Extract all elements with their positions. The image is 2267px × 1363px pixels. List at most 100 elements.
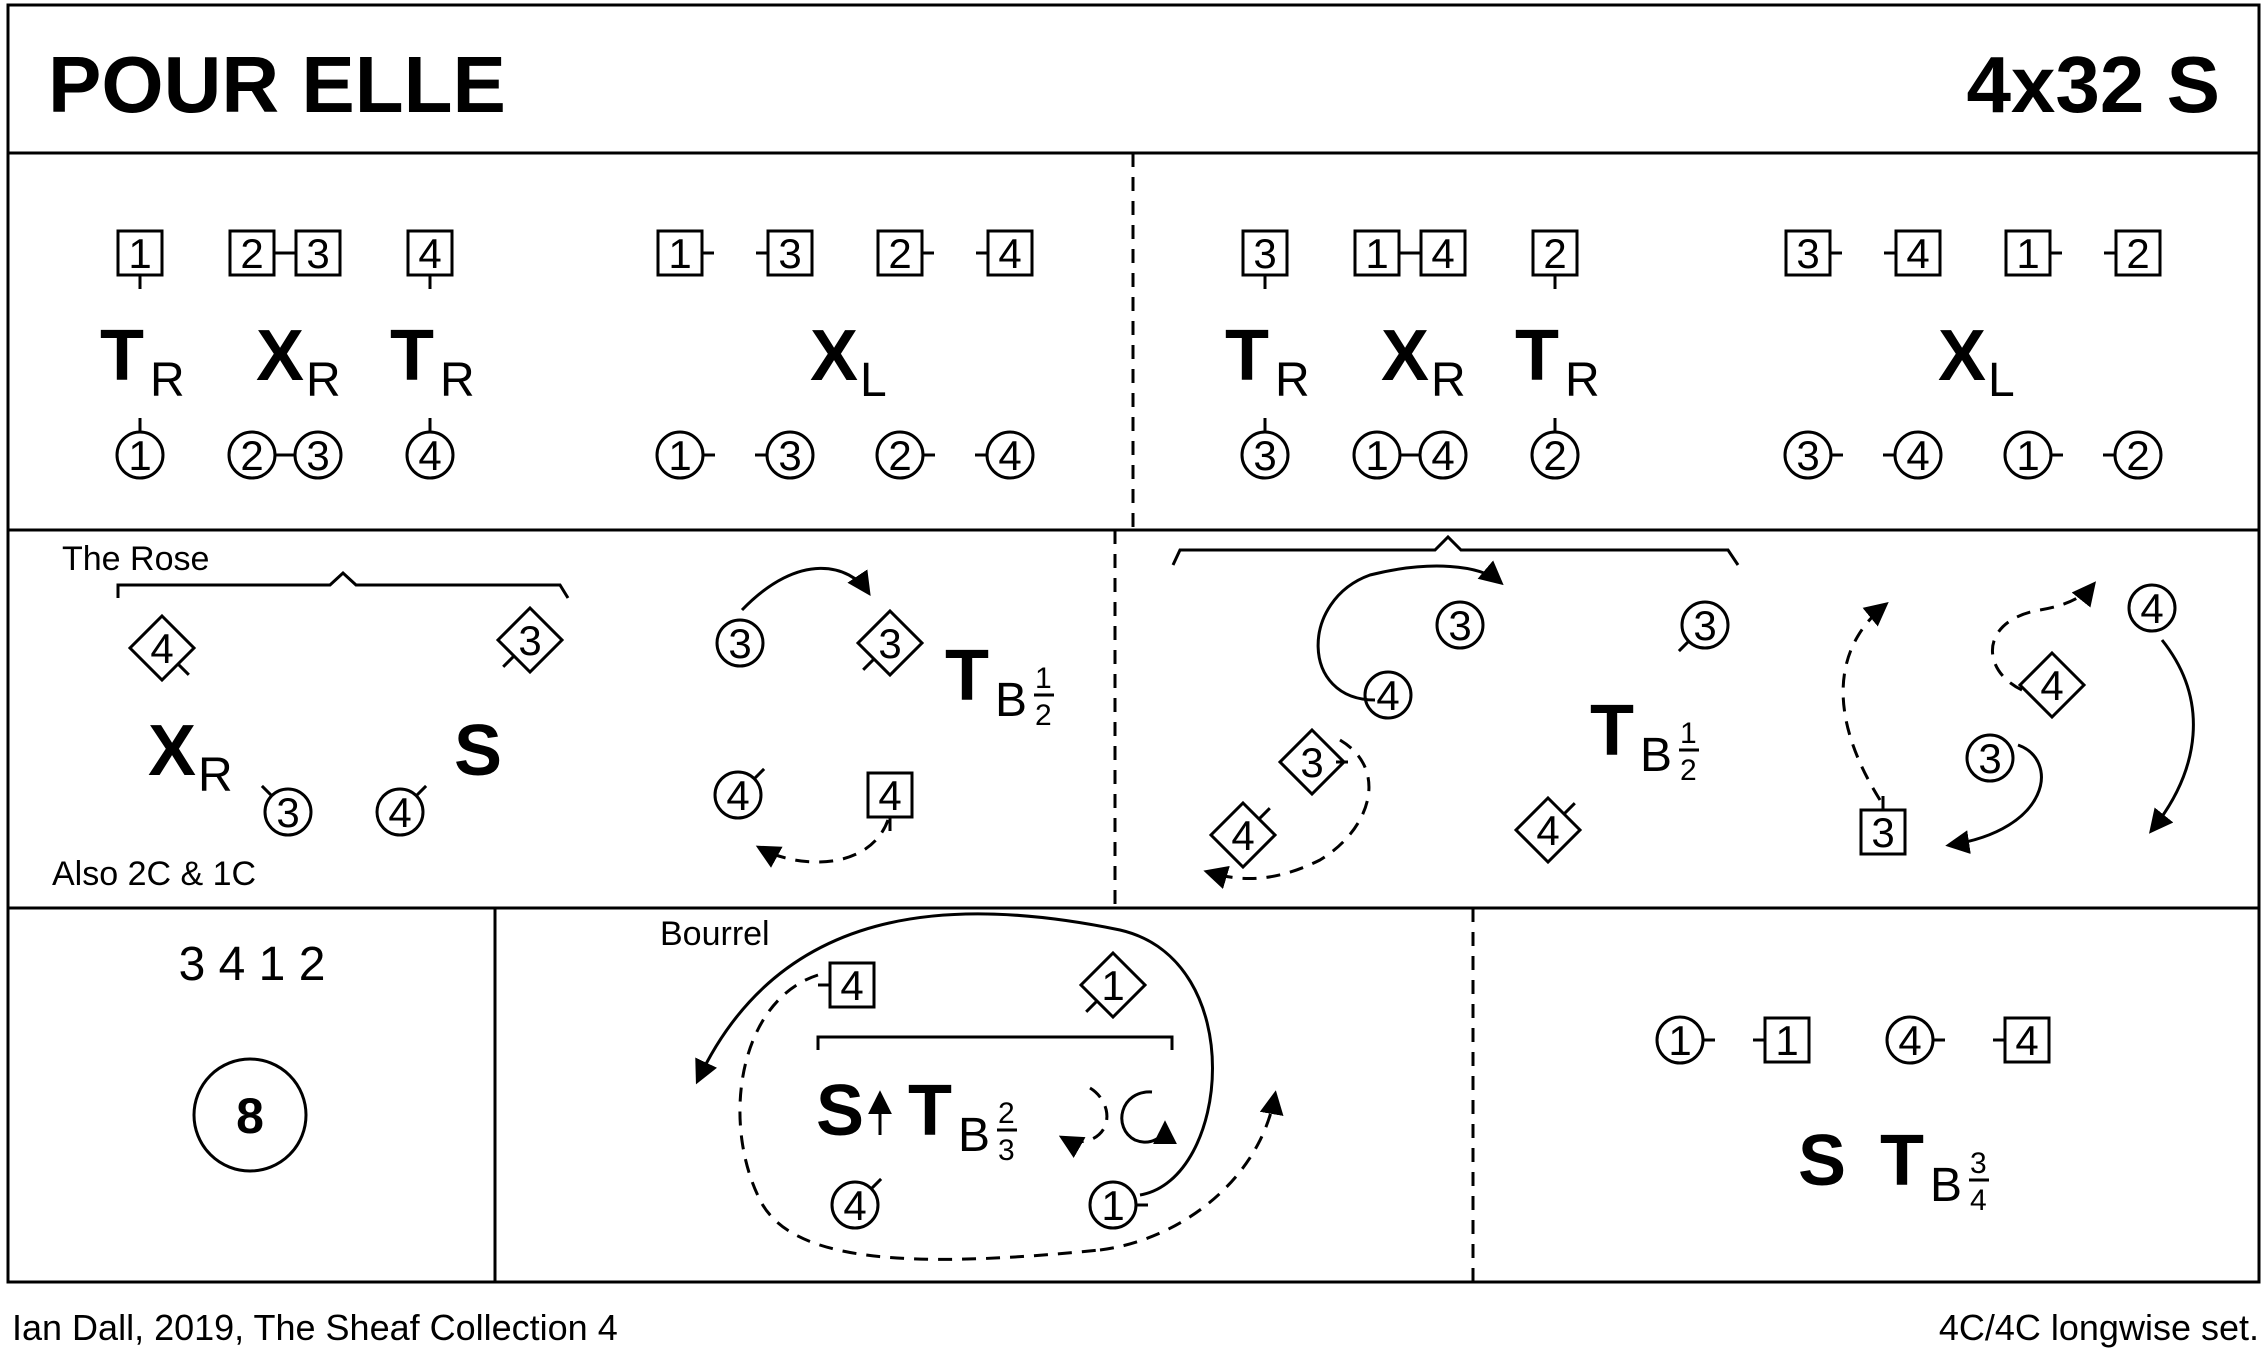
facing-tick [1258, 807, 1271, 820]
arrow-bourrel-dashed-left [738, 973, 1101, 1261]
facing-tick [1677, 640, 1690, 653]
woman-circle-2: 2 [1530, 418, 1580, 480]
woman-circle-4: 4 [975, 430, 1035, 480]
dancer-number: 1 [1365, 230, 1388, 277]
diamond-dancer-1: 1 [1078, 950, 1148, 1020]
move-subscript: L [860, 354, 887, 407]
woman-circle-4: 4 [1883, 430, 1943, 480]
woman-circle-2: 2 [227, 430, 287, 480]
dancer-number: 4 [418, 230, 441, 277]
move-subscript: R [1275, 354, 1310, 407]
man-square-4: 4 [976, 229, 1034, 277]
dancer-number: 2 [1543, 230, 1566, 277]
set-type-text: 4C/4C longwise set. [1939, 1307, 2259, 1348]
row3-panel1: 3 4 1 2 8 [179, 938, 326, 1173]
move-subscript: R [150, 354, 185, 407]
diamond-dancer-3: 3 [855, 608, 925, 678]
dancer-number: 3 [518, 617, 541, 664]
row2-arrows [740, 534, 2195, 889]
move-letter: X [1938, 316, 1986, 396]
woman-circle-4: 4 [830, 1177, 883, 1230]
move-subscript: R [1565, 354, 1600, 407]
set-letter: S [454, 711, 502, 791]
page-title: POUR ELLE [48, 40, 506, 129]
dancer-number: 4 [1376, 672, 1399, 719]
woman-circle-1: 1 [1352, 430, 1412, 480]
dancer-number: 1 [1668, 1017, 1691, 1064]
dancer-number: 4 [150, 625, 173, 672]
diamond-dancer-4: 4 [1513, 795, 1583, 865]
outer-frame [6, 3, 2261, 1284]
facing-tick [870, 1177, 883, 1190]
dancer-number: 1 [1101, 962, 1124, 1009]
dancer-number: 4 [1898, 1017, 1921, 1064]
woman-circle-4: 4 [375, 784, 428, 837]
dancer-number: 3 [276, 789, 299, 836]
diamond-dancer-3: 3 [495, 605, 565, 675]
fraction-numerator: 1 [1680, 717, 1697, 750]
man-square-1: 1 [1753, 1016, 1811, 1064]
man-square-4: 4 [818, 961, 876, 1009]
woman-circle-3: 3 [1783, 430, 1843, 480]
dancer-number: 4 [1536, 807, 1559, 854]
woman-circle-3: 3 [1240, 418, 1290, 480]
woman-circle-4: 4 [405, 418, 455, 480]
bracket-p3 [1171, 534, 1740, 566]
man-square-1: 1 [2004, 229, 2062, 277]
fraction-numerator: 2 [998, 1097, 1015, 1130]
also-label: Also 2C & 1C [52, 855, 256, 893]
square-outline [1784, 229, 1832, 277]
man-square-4: 4 [406, 229, 454, 289]
dancer-number: 2 [1543, 432, 1566, 479]
formation-label: 4x32 S [1966, 40, 2220, 129]
arrow-p2-top [740, 566, 871, 612]
move-letter: T [1590, 691, 1634, 771]
man-square-3: 3 [1241, 229, 1289, 289]
circle-outline [715, 618, 765, 668]
dancer-number: 3 [878, 620, 901, 667]
dancer-number: 2 [888, 432, 911, 479]
dancer-number: 4 [1231, 812, 1254, 859]
square-outline [866, 771, 914, 819]
dancer-number: 1 [1775, 1017, 1798, 1064]
diamond-dancer-4: 4 [2017, 650, 2087, 720]
arrow-p4-bottom [1945, 743, 2043, 855]
rose-bracket [116, 570, 570, 599]
turn-dashed-icon [1058, 1086, 1109, 1158]
woman-circle-4: 4 [1408, 430, 1468, 480]
man-square-4: 4 [866, 771, 914, 831]
man-square-3: 3 [1859, 796, 1907, 856]
progression-order: 3 4 1 2 [179, 938, 326, 991]
dancer-number: 1 [668, 432, 691, 479]
arrow-p3-loop [1316, 560, 1504, 702]
man-square-1: 1 [1353, 229, 1411, 277]
diamond-outline [1208, 800, 1278, 870]
move-letter: T [1225, 316, 1269, 396]
dancer-number: 4 [1906, 230, 1929, 277]
square-outline [294, 229, 342, 277]
man-square-3: 3 [284, 229, 342, 277]
row2-panel1: The Rose Also 2C & 1C [52, 540, 570, 893]
woman-circle-3: 3 [1677, 600, 1730, 653]
dancer-number: 4 [726, 772, 749, 819]
turn-solid-icon [1120, 1090, 1177, 1145]
man-square-2: 2 [876, 229, 934, 277]
facing-tick [415, 784, 428, 797]
woman-circle-3: 3 [715, 618, 765, 668]
diamond-outline [1513, 795, 1583, 865]
circle-outline [713, 770, 763, 820]
woman-circle-4: 4 [713, 767, 766, 820]
dancer-number: 4 [998, 230, 1021, 277]
facing-tick [753, 767, 766, 780]
dancer-number: 1 [2016, 230, 2039, 277]
circle-outline [2127, 583, 2177, 633]
move-letter: T [945, 636, 989, 716]
woman-circle-2: 2 [875, 430, 935, 480]
dancer-number: 4 [878, 772, 901, 819]
move-letter: T [1880, 1121, 1924, 1201]
